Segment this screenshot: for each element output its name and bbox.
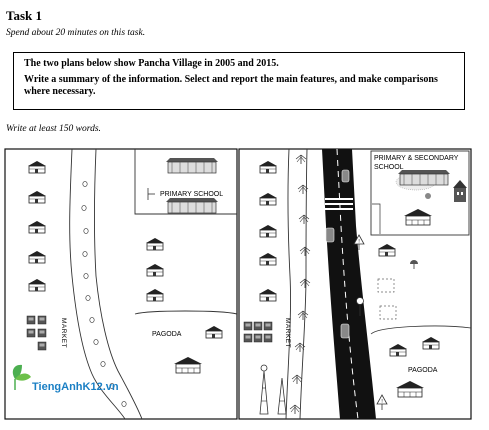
village-maps: ! PRIMARY SCHOOL [0,146,489,430]
leaf-logo-icon [12,364,31,390]
watermark-text: TiengAnhK12.vn [32,381,119,393]
word-count-instruction: Write at least 150 words. [6,124,101,134]
school-building-icon [397,169,451,186]
prompt-line-2: Write a summary of the information. Sele… [24,74,438,97]
river-right-bank [94,148,143,420]
school-building-icon [165,157,219,174]
satellite-dish-icon [410,260,418,269]
main-road [322,149,376,419]
pagoda-compound-wall [370,325,472,335]
market-label: MARKET [60,318,67,348]
bus-stop-sign-icon [356,297,364,316]
river-left-bank [69,148,126,420]
school-label-line2: SCHOOL [374,164,404,171]
transmission-tower-icon [259,364,287,415]
zebra-crossing [325,198,353,210]
pagoda-label: PAGODA [152,331,182,338]
map-2015: MARKET PRIMARY & SECONDARY SCHOOL [238,148,472,420]
river-left-bank [285,148,291,420]
empty-plot [377,278,395,293]
car-icon [341,169,350,183]
river-right-bank [299,148,308,420]
market-label: MARKET [284,318,291,348]
prompt-box: The two plans below show Pancha Village … [13,52,465,110]
empty-plot [379,305,397,320]
car-icon [325,227,335,243]
house-icon [453,180,467,202]
pagoda-compound-wall [134,310,238,315]
primary-school-label: PRIMARY SCHOOL [160,191,223,198]
school-building-icon [165,197,219,214]
school-grounds [395,169,451,199]
watermark: TiengAnhK12.vn [12,364,119,393]
task-title: Task 1 [6,8,43,23]
prompt-line-1: The two plans below show Pancha Village … [24,58,279,69]
road-centre-line [336,148,359,420]
task-instruction: Spend about 20 minutes on this task. [6,28,146,38]
school-compound-wall [134,149,237,215]
school-label-line1: PRIMARY & SECONDARY [374,155,459,162]
car-icon [340,323,350,339]
maps-svg: ! PRIMARY SCHOOL [4,148,472,420]
map-2005: PRIMARY SCHOOL MARKET PAGODA [4,148,238,420]
pagoda-label: PAGODA [408,367,438,374]
